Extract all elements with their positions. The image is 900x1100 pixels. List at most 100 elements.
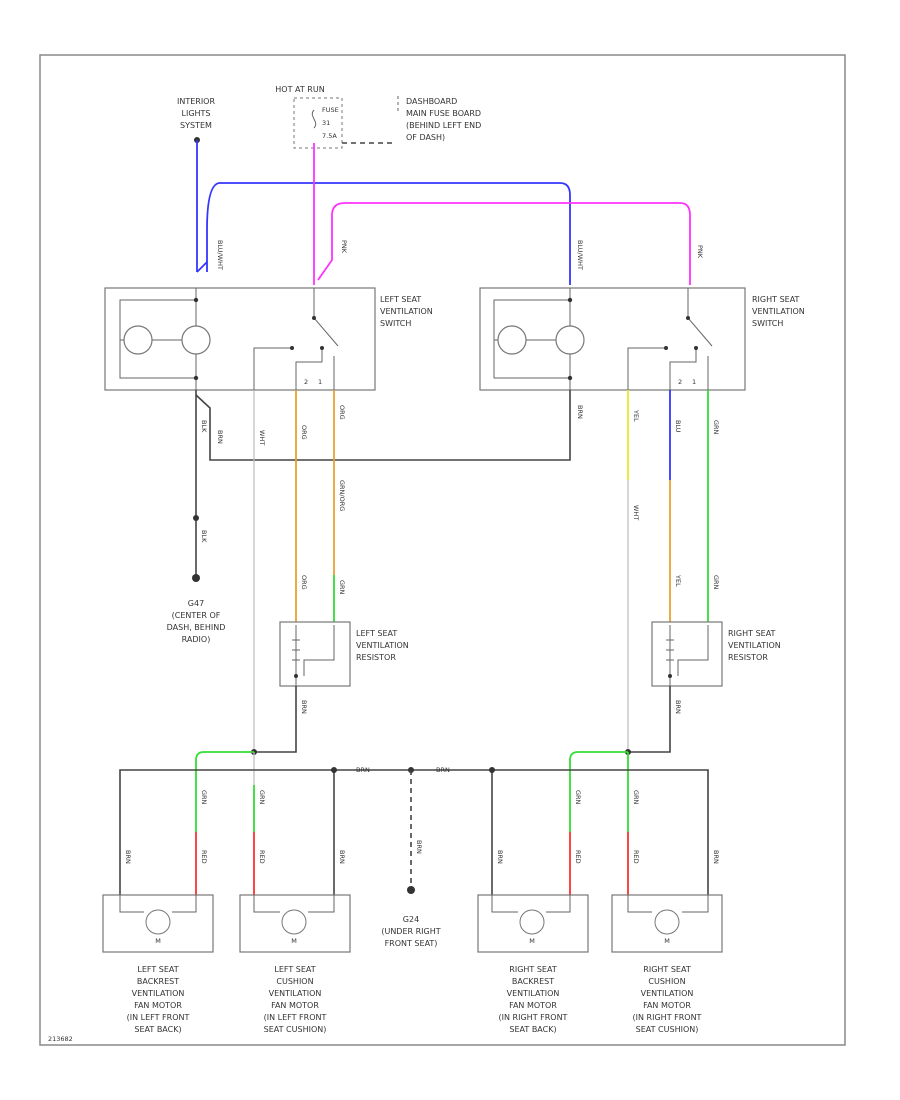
wire-label-right-blu: BLU xyxy=(674,420,682,433)
wire-right-res-out xyxy=(628,686,671,753)
fuse-element-icon xyxy=(311,109,317,129)
fan3-label-1: RIGHT SEAT xyxy=(509,965,557,974)
right-switch-label-1: RIGHT SEAT xyxy=(752,295,800,304)
fan2-label: LEFT SEAT CUSHION VENTILATION FAN MOTOR … xyxy=(264,965,327,1034)
right-switch-label-2: VENTILATION xyxy=(752,307,805,316)
fan4-label-3: VENTILATION xyxy=(641,989,694,998)
wire-label-fan4-grn: GRN xyxy=(632,790,640,805)
wire-label-right-blu-top: BLU/WHT xyxy=(576,240,584,270)
g24-label-1: G24 xyxy=(403,915,419,924)
right-resistor-label: RIGHT SEAT VENTILATION RESISTOR xyxy=(728,629,781,662)
fan3-motor-icon xyxy=(519,909,545,935)
wire-label-g47-blk: BLK xyxy=(200,530,208,543)
wire-label-left-grn-upper: GRN/ORG xyxy=(338,480,346,511)
dash-fuse-box-line-2: MAIN FUSE BOARD xyxy=(406,109,481,118)
right-switch-lamp-1-icon xyxy=(497,325,527,355)
wire-label-left-org2: ORG xyxy=(338,405,346,420)
wire-fan3-grn xyxy=(569,751,628,832)
fan-motor-4: M xyxy=(611,894,723,953)
left-resistor-label-3: RESISTOR xyxy=(356,653,396,662)
fan1-label-1: LEFT SEAT xyxy=(137,965,178,974)
fan-motor-1: M xyxy=(102,894,214,953)
fan1-label-6: SEAT BACK) xyxy=(134,1025,181,1034)
fan3-label-3: VENTILATION xyxy=(507,989,560,998)
g47-label-4: RADIO) xyxy=(182,635,211,644)
wire-pink-crossover xyxy=(317,202,691,285)
hot-at-run-label: HOT AT RUN xyxy=(275,85,324,94)
wire-label-fan3-red: RED xyxy=(574,850,582,864)
wire-label-right-pnk-top: PNK xyxy=(696,245,704,259)
wire-fan1-grn xyxy=(195,751,254,832)
wire-label-left-wht: WHT xyxy=(258,430,266,445)
wire-label-fan2-red: RED xyxy=(258,850,266,864)
right-switch-label-3: SWITCH xyxy=(752,319,783,328)
wire-label-bus-brn1: BRN xyxy=(356,766,370,774)
fuse-box-outline xyxy=(293,97,343,149)
left-resistor-label-1: LEFT SEAT xyxy=(356,629,397,638)
wire-label-right-wht: WHT xyxy=(632,505,640,520)
fan3-motor-symbol: M xyxy=(529,937,535,945)
fan1-label-4: FAN MOTOR xyxy=(134,1001,182,1010)
fan4-label-6: SEAT CUSHION) xyxy=(636,1025,699,1034)
wire-label-fan3-grn: GRN xyxy=(574,790,582,805)
fan1-motor-icon xyxy=(145,909,171,935)
fuse-label-2: 31 xyxy=(322,119,330,127)
fan1-label-2: BACKREST xyxy=(137,977,179,986)
right-switch-term-1: 1 xyxy=(692,378,696,386)
fuse-label-3: 7.5A xyxy=(322,132,337,140)
fan4-label-4: FAN MOTOR xyxy=(643,1001,691,1010)
wire-brn-switch-link xyxy=(195,390,571,461)
wire-label-left-blu-top: BLU/WHT xyxy=(216,240,224,270)
dash-fuse-box-line-4: OF DASH) xyxy=(406,133,445,142)
wire-label-fan1-red: RED xyxy=(200,850,208,864)
wire-label-g24-brn: BRN xyxy=(415,840,423,854)
wire-label-right-grn: GRN xyxy=(712,420,720,435)
g47-ground-label: G47 (CENTER OF DASH, BEHIND RADIO) xyxy=(167,599,226,644)
wire-label-right-res-out: BRN xyxy=(674,700,682,714)
interior-lights-label: INTERIOR LIGHTS SYSTEM xyxy=(177,97,216,130)
fan1-motor-symbol: M xyxy=(155,937,161,945)
wire-label-left-brn: BRN xyxy=(216,430,224,444)
fan2-motor-icon xyxy=(281,909,307,935)
wire-label-fan4-red: RED xyxy=(632,850,640,864)
fuse-label-1: FUSE xyxy=(322,106,339,114)
fan1-label-5: (IN LEFT FRONT xyxy=(127,1013,190,1022)
right-switch-term-2: 2 xyxy=(678,378,682,386)
right-resistor-label-1: RIGHT SEAT xyxy=(728,629,776,638)
right-resistor-label-3: RESISTOR xyxy=(728,653,768,662)
right-switch-lamp-2-icon xyxy=(555,325,585,355)
fan2-label-5: (IN LEFT FRONT xyxy=(264,1013,327,1022)
g24-ground-point xyxy=(407,886,415,894)
bus-splice-1 xyxy=(331,767,337,773)
wire-label-right-res-yel: YEL xyxy=(674,574,682,587)
fan1-label: LEFT SEAT BACKREST VENTILATION FAN MOTOR… xyxy=(127,965,190,1034)
fan2-label-6: SEAT CUSHION) xyxy=(264,1025,327,1034)
fuse-label-group: HOT AT RUN FUSE 31 7.5A DASHBOARD MAIN F… xyxy=(275,85,481,149)
wire-blue-crossover xyxy=(206,182,571,285)
wire-label-fan2-grn: GRN xyxy=(258,790,266,805)
fan2-label-4: FAN MOTOR xyxy=(271,1001,319,1010)
wire-label-bus-brn2: BRN xyxy=(436,766,450,774)
fan3-label: RIGHT SEAT BACKREST VENTILATION FAN MOTO… xyxy=(499,965,568,1034)
left-switch-lamp-2-icon xyxy=(181,325,211,355)
left-switch-label: LEFT SEAT VENTILATION SWITCH xyxy=(380,295,433,328)
g24-label-3: FRONT SEAT) xyxy=(385,939,438,948)
figure-id: 213682 xyxy=(48,1035,73,1043)
fan3-label-6: SEAT BACK) xyxy=(509,1025,556,1034)
fan4-motor-icon xyxy=(654,909,680,935)
fan4-motor-symbol: M xyxy=(664,937,670,945)
left-switch-term-2: 2 xyxy=(304,378,308,386)
fan2-label-3: VENTILATION xyxy=(269,989,322,998)
fan3-label-2: BACKREST xyxy=(512,977,554,986)
right-resistor-label-2: VENTILATION xyxy=(728,641,781,650)
diagram-frame xyxy=(39,54,846,1046)
fan4-label-5: (IN RIGHT FRONT xyxy=(633,1013,702,1022)
fan2-motor-symbol: M xyxy=(291,937,297,945)
fan3-label-5: (IN RIGHT FRONT xyxy=(499,1013,568,1022)
right-seat-ventilation-switch: 2 1 xyxy=(479,287,746,391)
fan2-label-2: CUSHION xyxy=(276,977,313,986)
wire-label-right-brn: BRN xyxy=(576,405,584,419)
left-switch-label-1: LEFT SEAT xyxy=(380,295,421,304)
